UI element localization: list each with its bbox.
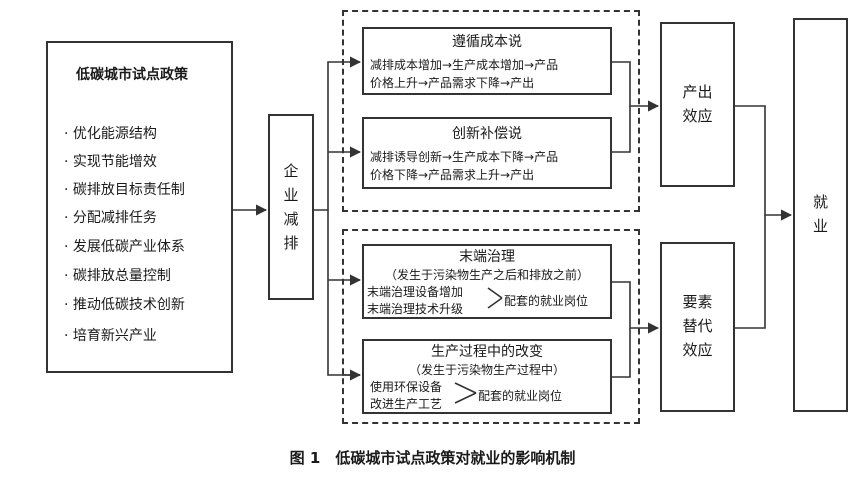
process-change-subtitle: （发生于污染物生产过程中）: [408, 363, 565, 377]
factor-group-frame: [342, 229, 640, 424]
end-treatment-merge-top: [487, 287, 503, 299]
policy-item: · 优化能源结构: [64, 126, 157, 142]
cost-hypothesis-line: 价格上升→产品需求下降→产出: [370, 76, 535, 90]
policy-item: · 实现节能增效: [64, 154, 157, 170]
cost-hypothesis-box: [362, 27, 612, 95]
innovation-line: 减排诱导创新→生产成本下降→产品: [370, 150, 559, 164]
factor-to-employment-line: [735, 215, 766, 329]
end-treatment-jobs: 配套的就业岗位: [504, 294, 589, 308]
process-change-item: 改进生产工艺: [370, 397, 443, 411]
factor-effect-text: 替代: [682, 317, 713, 335]
factor-effect-text: 要素: [682, 293, 713, 311]
end-treatment-subtitle: （发生于污染物生产之后和排放之前）: [384, 268, 589, 282]
enterprise-char: 企: [283, 162, 299, 180]
cost-to-output-arrow: [612, 61, 660, 112]
factor-effect-text: 效应: [682, 341, 713, 359]
innovation-to-output-line: [612, 106, 631, 153]
end-treatment-box: [362, 244, 612, 319]
policy-item: · 分配减排任务: [64, 210, 157, 226]
end-treatment-title: 末端治理: [459, 249, 515, 265]
output-to-employment-arrow: [735, 105, 793, 221]
policy-item: · 发展低碳产业体系: [64, 239, 185, 255]
end-treatment-item: 末端治理设备增加: [367, 285, 464, 299]
output-effect-box: [660, 22, 735, 187]
enterprise-lower-trunk: [327, 210, 360, 376]
cost-hypothesis-line: 减排成本增加→生产成本增加→产品: [370, 58, 559, 72]
process-change-title: 生产过程中的改变: [431, 344, 543, 360]
end-treatment-to-factor-arrow: [612, 281, 660, 334]
end-treatment-merge-bottom: [487, 297, 503, 309]
process-change-jobs: 配套的就业岗位: [478, 389, 563, 403]
output-group-frame: [342, 10, 640, 212]
output-effect-text: 效应: [682, 107, 713, 125]
innovation-title: 创新补偿说: [452, 126, 522, 142]
output-effect-text: 产出: [682, 83, 713, 101]
enterprise-char: 排: [283, 234, 299, 252]
process-change-box: [362, 339, 612, 414]
employment-label: 就 业: [793, 190, 848, 238]
enterprise-char: 业: [283, 186, 299, 204]
enterprise-char: 减: [283, 210, 299, 228]
innovation-line: 价格下降→产品需求上升→产出: [370, 168, 535, 182]
enterprise-box: [268, 114, 314, 300]
process-merge-top: [454, 382, 477, 394]
output-effect-label: 产出 效应: [660, 80, 735, 128]
process-to-factor-line: [612, 328, 631, 378]
policy-item: · 碳排放总量控制: [64, 268, 171, 284]
employment-char: 业: [812, 217, 828, 235]
policy-item: · 培育新兴产业: [64, 328, 157, 344]
policy-box: [46, 41, 233, 373]
innovation-box: [362, 117, 612, 189]
factor-effect-box: [660, 242, 735, 412]
enterprise-to-cost-arrow: [314, 56, 362, 211]
policy-title: 低碳城市试点政策: [76, 67, 188, 83]
policy-item: · 推动低碳技术创新: [64, 297, 185, 313]
factor-effect-label: 要素 替代 效应: [660, 290, 735, 362]
employment-char: 就: [812, 193, 828, 211]
process-change-item: 使用环保设备: [370, 380, 443, 394]
process-merge-bottom: [454, 392, 477, 404]
cost-hypothesis-title: 遵循成本说: [452, 34, 522, 50]
policy-item: · 碳排放目标责任制: [64, 182, 185, 198]
figure-caption: 图 1 低碳城市试点政策对就业的影响机制: [289, 449, 576, 467]
end-treatment-item: 末端治理技术升级: [367, 302, 464, 316]
employment-box: [793, 18, 848, 412]
enterprise-label: 企 业 减 排: [268, 159, 314, 255]
